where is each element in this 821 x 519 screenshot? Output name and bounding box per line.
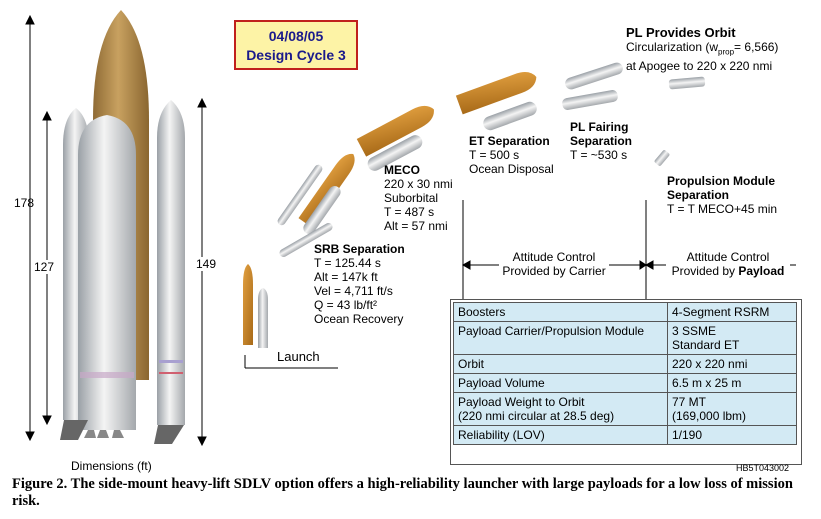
design-cycle: Design Cycle 3 bbox=[246, 47, 346, 63]
table-cell-label-line: Payload Weight to Orbit bbox=[458, 395, 585, 409]
pl-fairing-title-2: Separation bbox=[570, 134, 633, 148]
dimensions-label: Dimensions (ft) bbox=[71, 459, 152, 473]
table-row: Payload Volume 6.5 m x 25 m bbox=[453, 373, 797, 393]
prop-title-1: Propulsion Module bbox=[667, 174, 775, 188]
pl-orbit-line-1-pre: Circularization (w bbox=[626, 40, 719, 54]
attitude-payload-line-2-bold: Payload bbox=[738, 264, 785, 278]
et-separation-text: ET Separation T = 500 s Ocean Disposal bbox=[469, 134, 554, 176]
prop-line: T = T MECO+45 min bbox=[667, 202, 778, 216]
dimension-149: 149 bbox=[196, 257, 217, 271]
pl-orbit-text: PL Provides Orbit Circularization (wprop… bbox=[626, 25, 778, 74]
attitude-carrier-line-1: Attitude Control bbox=[499, 250, 609, 264]
table-row: Payload Weight to Orbit (220 nmi circula… bbox=[453, 392, 797, 426]
table-cell-value: 1/190 bbox=[667, 425, 797, 445]
table-cell-label: Payload Carrier/Propulsion Module bbox=[453, 321, 668, 355]
srb-separation-text: SRB Separation T = 125.44 s Alt = 147k f… bbox=[314, 242, 405, 326]
table-row: Payload Carrier/Propulsion Module 3 SSME… bbox=[453, 321, 797, 355]
srb-line: Vel = 4,711 ft/s bbox=[314, 284, 393, 298]
et-line: Ocean Disposal bbox=[469, 162, 554, 176]
attitude-payload-line-1: Attitude Control bbox=[666, 250, 790, 264]
table-row: Boosters 4-Segment RSRM bbox=[453, 302, 797, 322]
meco-line: Suborbital bbox=[384, 191, 439, 205]
propulsion-module-text: Propulsion Module Separation T = T MECO+… bbox=[667, 174, 777, 216]
dimension-127: 127 bbox=[34, 260, 55, 274]
table-row: Orbit 220 x 220 nmi bbox=[453, 354, 797, 374]
pl-orbit-line-1: Circularization (wprop= 6,566) bbox=[626, 40, 778, 59]
pl-fairing-line: T = ~530 s bbox=[570, 148, 628, 162]
table-cell-label: Reliability (LOV) bbox=[453, 425, 668, 445]
srb-separation-stage bbox=[277, 153, 355, 257]
srb-title: SRB Separation bbox=[314, 242, 405, 256]
et-separation-stage bbox=[455, 72, 537, 131]
attitude-carrier-text: Attitude Control Provided by Carrier bbox=[499, 250, 609, 278]
design-date: 04/08/05 bbox=[268, 28, 324, 44]
srb-line: T = 125.44 s bbox=[314, 256, 381, 270]
srb-line: Ocean Recovery bbox=[314, 312, 404, 326]
meco-line: 220 x 30 nmi bbox=[384, 177, 453, 191]
attitude-payload-line-2: Provided by Payload bbox=[666, 264, 790, 278]
launch-vehicle bbox=[243, 264, 338, 369]
attitude-carrier-line-2: Provided by Carrier bbox=[499, 264, 609, 278]
attitude-payload-line-2-pre: Provided by bbox=[671, 264, 739, 278]
spec-table: Boosters 4-Segment RSRM Payload Carrier/… bbox=[453, 302, 797, 445]
srb-line: Alt = 147k ft bbox=[314, 270, 378, 284]
meco-title: MECO bbox=[384, 163, 420, 177]
pl-fairing-separation-stage bbox=[562, 62, 623, 110]
figure-code: HB5T043002 bbox=[736, 463, 790, 473]
table-cell-value: 4-Segment RSRM bbox=[667, 302, 797, 322]
table-cell-value: 3 SSME Standard ET bbox=[667, 321, 797, 355]
pl-orbit-line-1-post: = 6,566) bbox=[734, 40, 779, 54]
prop-title-2: Separation bbox=[667, 188, 730, 202]
pl-orbit-line-1-sub: prop bbox=[718, 47, 735, 57]
et-title: ET Separation bbox=[469, 134, 550, 148]
payload-carrier bbox=[78, 115, 136, 430]
design-cycle-box: 04/08/05 Design Cycle 3 bbox=[234, 20, 358, 70]
table-cell-value-line: 3 SSME bbox=[672, 324, 717, 338]
table-cell-value: 77 MT (169,000 lbm) bbox=[667, 392, 797, 426]
table-cell-value-line: 77 MT bbox=[672, 395, 707, 409]
et-line: T = 500 s bbox=[469, 148, 520, 162]
table-cell-value-line: (169,000 lbm) bbox=[672, 409, 747, 423]
pl-orbit-title: PL Provides Orbit bbox=[626, 25, 736, 40]
table-row: Reliability (LOV) 1/190 bbox=[453, 425, 797, 445]
srb-line: Q = 43 lb/ft² bbox=[314, 298, 378, 312]
table-cell-value: 220 x 220 nmi bbox=[667, 354, 797, 374]
dimension-178: 178 bbox=[14, 196, 35, 210]
table-cell-label: Payload Weight to Orbit (220 nmi circula… bbox=[453, 392, 668, 426]
orbit-payload bbox=[654, 76, 706, 166]
right-booster bbox=[157, 100, 185, 425]
figure-caption: Figure 2. The side-mount heavy-lift SDLV… bbox=[12, 476, 793, 509]
spec-table-frame bbox=[450, 299, 802, 465]
large-launch-vehicle bbox=[60, 10, 185, 444]
table-cell-label: Boosters bbox=[453, 302, 668, 322]
meco-text: MECO 220 x 30 nmi Suborbital T = 487 s A… bbox=[384, 163, 453, 233]
pl-fairing-text: PL Fairing Separation T = ~530 s bbox=[570, 120, 632, 162]
launch-label: Launch bbox=[277, 349, 320, 364]
table-cell-value-line: Standard ET bbox=[672, 338, 740, 352]
pl-fairing-title-1: PL Fairing bbox=[570, 120, 629, 134]
table-cell-label: Orbit bbox=[453, 354, 668, 374]
table-cell-value: 6.5 m x 25 m bbox=[667, 373, 797, 393]
meco-line: Alt = 57 nmi bbox=[384, 219, 448, 233]
table-cell-label-line: (220 nmi circular at 28.5 deg) bbox=[458, 409, 615, 423]
meco-line: T = 487 s bbox=[384, 205, 435, 219]
attitude-payload-text: Attitude Control Provided by Payload bbox=[666, 250, 790, 278]
pl-orbit-line-2: at Apogee to 220 x 220 nmi bbox=[626, 59, 773, 74]
meco-stage bbox=[356, 105, 434, 171]
table-cell-label: Payload Volume bbox=[453, 373, 668, 393]
